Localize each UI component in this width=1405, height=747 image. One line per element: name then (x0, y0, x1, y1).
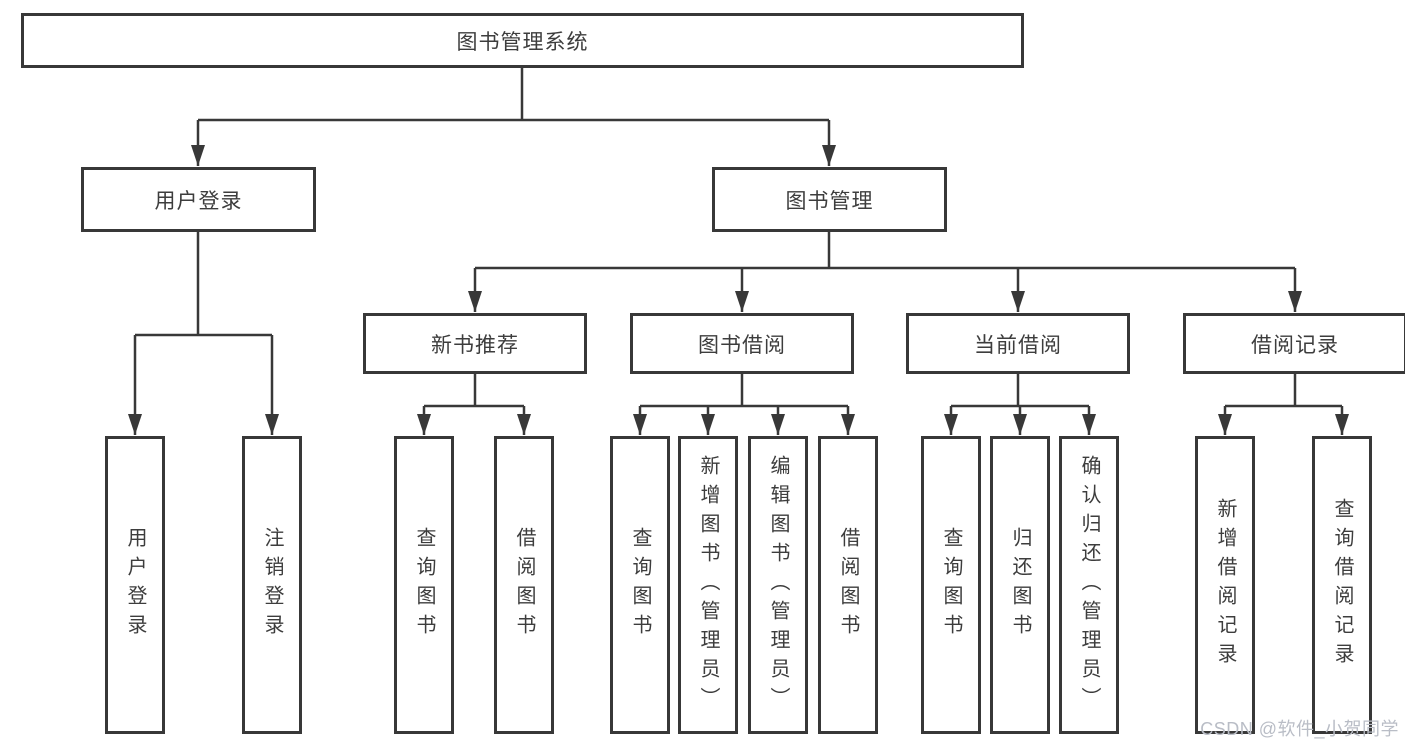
leaf-query-books-borrow-label: 查询图书 (629, 527, 651, 643)
connector-bookmgmt-bus (475, 232, 1295, 270)
node-book-borrow-label: 图书借阅 (698, 333, 786, 357)
connector-currentborrow-bus (951, 374, 1089, 408)
leaf-user-login: 用户登录 (105, 436, 165, 734)
node-new-book-recommend-label: 新书推荐 (431, 333, 519, 357)
leaf-edit-book-admin-label: 编辑图书（管理员） (767, 454, 789, 716)
leaf-logout-login-label: 注销登录 (261, 527, 283, 643)
leaf-borrow-books-label: 借阅图书 (837, 527, 859, 643)
leaf-query-books-current: 查询图书 (921, 436, 981, 734)
leaf-query-books-newbook-label: 查询图书 (413, 527, 435, 643)
leaf-add-book-admin-label: 新增图书（管理员） (697, 454, 719, 716)
connector-root-bus (198, 68, 829, 122)
connector-userlogin-bus (135, 232, 272, 337)
leaf-add-book-admin: 新增图书（管理员） (678, 436, 738, 734)
leaf-query-books-newbook: 查询图书 (394, 436, 454, 734)
node-root: 图书管理系统 (21, 13, 1024, 68)
leaf-logout-login: 注销登录 (242, 436, 302, 734)
leaf-edit-book-admin: 编辑图书（管理员） (748, 436, 808, 734)
leaf-borrow-books: 借阅图书 (818, 436, 878, 734)
leaf-return-books: 归还图书 (990, 436, 1050, 734)
node-user-login: 用户登录 (81, 167, 316, 232)
leaf-query-borrow-record-label: 查询借阅记录 (1331, 498, 1353, 672)
connector-borrowrecords-bus (1225, 374, 1342, 408)
leaf-query-books-borrow: 查询图书 (610, 436, 670, 734)
csdn-watermark: CSDN @软件_小贺同学 (1200, 719, 1399, 739)
connector-newbooks-bus (424, 374, 524, 408)
node-book-management: 图书管理 (712, 167, 947, 232)
leaf-add-borrow-record-label: 新增借阅记录 (1214, 498, 1236, 672)
node-current-borrow: 当前借阅 (906, 313, 1130, 374)
connector-bookborrow-bus (640, 374, 848, 408)
leaf-borrow-books-newbook: 借阅图书 (494, 436, 554, 734)
node-user-login-label: 用户登录 (154, 189, 243, 213)
node-book-borrow: 图书借阅 (630, 313, 854, 374)
leaf-borrow-books-newbook-label: 借阅图书 (513, 527, 535, 643)
leaf-confirm-return-admin-label: 确认归还（管理员） (1078, 454, 1100, 716)
leaf-add-borrow-record: 新增借阅记录 (1195, 436, 1255, 734)
node-current-borrow-label: 当前借阅 (974, 333, 1062, 357)
node-book-management-label: 图书管理 (785, 189, 874, 213)
node-borrow-records: 借阅记录 (1183, 313, 1405, 374)
leaf-query-books-current-label: 查询图书 (940, 527, 962, 643)
leaf-query-borrow-record: 查询借阅记录 (1312, 436, 1372, 734)
node-root-label: 图书管理系统 (456, 30, 589, 54)
leaf-return-books-label: 归还图书 (1009, 527, 1031, 643)
leaf-confirm-return-admin: 确认归还（管理员） (1059, 436, 1119, 734)
node-new-book-recommend: 新书推荐 (363, 313, 587, 374)
node-borrow-records-label: 借阅记录 (1251, 333, 1339, 357)
leaf-user-login-label: 用户登录 (124, 527, 146, 643)
